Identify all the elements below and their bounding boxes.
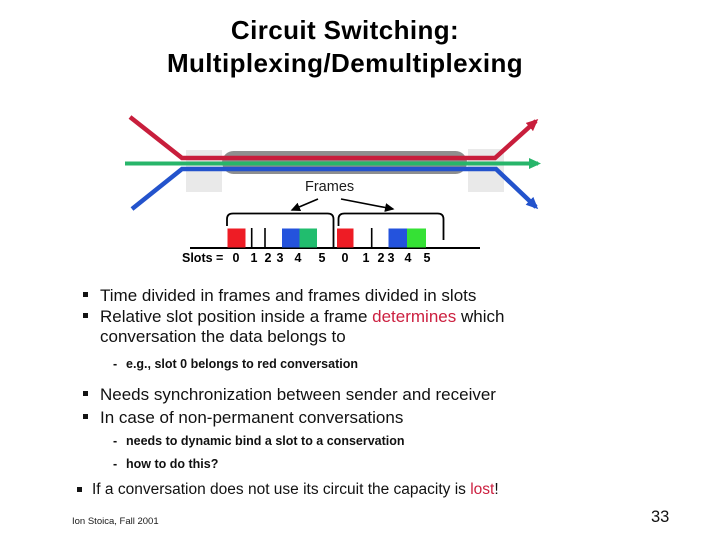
- sub-bullet-text: needs to dynamic bind a slot to a conser…: [126, 434, 405, 448]
- bullet-item: Time divided in frames and frames divide…: [100, 286, 477, 305]
- slot-number: 4: [404, 251, 412, 265]
- bullet-square-icon: [83, 313, 88, 318]
- frame2-slot3-blue-square: [388, 228, 407, 248]
- multiplexing-diagram: [125, 115, 541, 249]
- bullet-square-icon: [83, 391, 88, 396]
- sub-bullet-text: e.g., slot 0 belongs to red conversation: [126, 357, 358, 371]
- slot-number: 0: [341, 251, 349, 265]
- highlighted-word: lost: [470, 481, 495, 498]
- sub-bullet-text: how to do this?: [126, 457, 219, 471]
- bullet-item: Relative slot position inside a frame de…: [100, 307, 504, 327]
- bullet-item-wrap-line: conversation the data belongs to: [100, 327, 346, 346]
- sub-bullet-item: -needs to dynamic bind a slot to a conse…: [113, 434, 405, 448]
- slot-number: 1: [250, 251, 258, 265]
- slot-number: 2: [377, 251, 385, 265]
- bullet-item: If a conversation does not use its circu…: [92, 481, 499, 499]
- frame1-slot0-red-square: [227, 228, 246, 248]
- frame1-slot4-green-square: [299, 228, 317, 248]
- frames-label: Frames: [305, 179, 355, 195]
- slot-number: 5: [318, 251, 326, 265]
- bullet-item: Needs synchronization between sender and…: [100, 385, 496, 404]
- title-divider-bar: [0, 97, 721, 107]
- slot-number: 3: [276, 251, 284, 265]
- footer-credit: Ion Stoica, Fall 2001: [72, 516, 159, 527]
- frame2-bracket: [337, 212, 445, 240]
- title-line-1: Circuit Switching:: [230, 15, 460, 45]
- slots-label: Slots =: [182, 251, 224, 265]
- slot-number: 5: [423, 251, 431, 265]
- frame1-slot3-blue-square: [282, 228, 300, 248]
- frames-arrow-right-icon: [340, 198, 395, 212]
- bullet-text: !: [494, 481, 499, 498]
- highlighted-word: determines: [372, 307, 457, 326]
- frame2-slot0-red-square: [337, 228, 354, 248]
- bullet-text: If a conversation does not use its circu…: [92, 481, 471, 498]
- bullet-text: Relative slot position inside a frame: [100, 307, 373, 326]
- sub-bullet-dash: -: [113, 434, 118, 448]
- slide-title: Circuit Switching: Multiplexing/Demultip…: [0, 14, 690, 80]
- frames-arrow-left-icon: [290, 198, 319, 212]
- bullet-text: which: [456, 307, 505, 326]
- page-number: 33: [651, 508, 670, 526]
- frame1-bracket: [226, 212, 335, 248]
- red-flow-line: [128, 115, 539, 161]
- frame2-slot4-green-square: [407, 228, 426, 248]
- bullet-item: In case of non-permanent conversations: [100, 408, 404, 427]
- sub-bullet-item: -e.g., slot 0 belongs to red conversatio…: [113, 357, 358, 371]
- slot-number: 2: [264, 251, 272, 265]
- sub-bullet-dash: -: [113, 457, 118, 471]
- blue-flow-line: [130, 166, 539, 211]
- bullet-square-icon: [77, 487, 82, 492]
- slot-number: 0: [232, 251, 240, 265]
- bullet-square-icon: [83, 414, 88, 419]
- slot-number: 3: [387, 251, 395, 265]
- slot-number: 4: [294, 251, 302, 265]
- slot-number: 1: [362, 251, 370, 265]
- title-line-2: Multiplexing/Demultiplexing: [166, 48, 524, 78]
- sub-bullet-item: -how to do this?: [113, 457, 218, 471]
- bullet-square-icon: [83, 292, 88, 297]
- sub-bullet-dash: -: [113, 357, 118, 371]
